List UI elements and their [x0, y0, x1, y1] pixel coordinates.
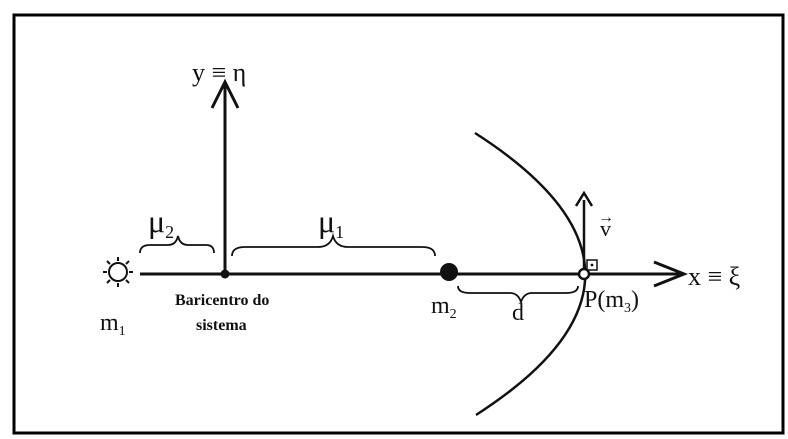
velocity-arrow-symbol: →: [598, 209, 614, 226]
point-p-label: P(m3): [584, 287, 639, 316]
m1-label: m1: [100, 310, 126, 339]
x-axis-arrowhead: [653, 260, 689, 288]
m2-body: [440, 263, 458, 281]
y-axis-label: y ≡ η: [192, 58, 246, 87]
brace-d: [457, 285, 579, 305]
barycenter-point: [220, 269, 230, 279]
mu1-label: μ1: [318, 203, 344, 242]
right-angle-marker: [586, 259, 598, 271]
y-axis-arrowhead: [210, 78, 240, 109]
x-axis-label: x ≡ ξ: [688, 262, 740, 291]
velocity-label: v: [600, 216, 611, 241]
distance-label: d: [512, 300, 524, 326]
barycenter-label-line2: sistema: [196, 317, 247, 334]
right-angle-dot: [590, 263, 594, 267]
diagram-frame: [12, 13, 785, 435]
m2-label: m2: [431, 293, 457, 322]
barycenter-label-line1: Baricentro do: [175, 292, 269, 309]
brace-mu2: [139, 235, 215, 254]
velocity-arrowhead: [574, 190, 594, 207]
sun-icon: [103, 257, 133, 287]
brace-mu1: [231, 232, 436, 257]
point-p: [577, 267, 591, 281]
mu2-label: μ2: [148, 203, 174, 242]
